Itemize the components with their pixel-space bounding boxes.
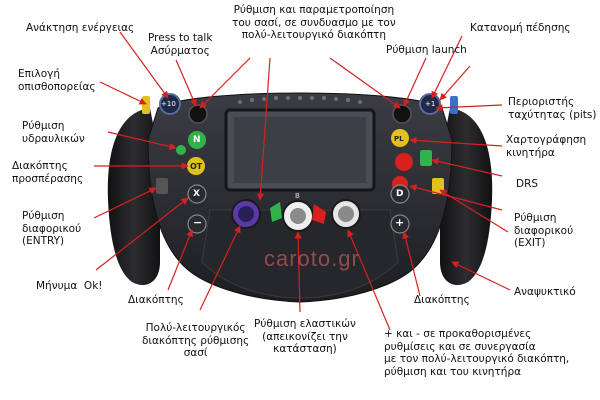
press-to-talk-button[interactable] xyxy=(188,104,208,124)
ot-glyph: OT xyxy=(190,162,203,171)
label-drs: DRS xyxy=(516,178,539,190)
label-diff-entry: Ρύθμιση διαφορικού (ENTRY) xyxy=(22,210,82,247)
right-grip xyxy=(440,108,493,286)
label-defogger: Αναψυκτικό xyxy=(514,286,576,298)
watermark: caroto.gr xyxy=(264,246,360,271)
label-plus-minus: + και - σε προκαθορισμένες ρυθμίσεις και… xyxy=(384,328,570,378)
launch-button[interactable] xyxy=(392,104,412,124)
label-pit-limiter: Περιοριστής ταχύτητας (pits) xyxy=(508,96,597,121)
green-segment xyxy=(270,202,282,222)
energy-recovery-knob[interactable] xyxy=(159,93,181,115)
label-overtake-switch: Διακόπτης προσπέρασης xyxy=(12,160,84,185)
pl-glyph: PL xyxy=(394,135,404,143)
pit-limiter-button[interactable] xyxy=(391,129,409,147)
hydraulics-button[interactable] xyxy=(176,145,186,155)
label-switch-left: Διακόπτης xyxy=(128,294,184,306)
diff-entry-rotary[interactable] xyxy=(156,178,168,194)
plus-button[interactable] xyxy=(390,214,410,234)
plus-glyph: + xyxy=(395,216,405,229)
label-press-to-talk: Press to talk Ασύρματος xyxy=(148,32,213,57)
left-grip xyxy=(107,108,160,286)
overtake-button[interactable] xyxy=(187,157,205,175)
label-multi-chassis: Πολύ-λειτουργικός διακόπτης ρύθμισης σασ… xyxy=(142,322,250,359)
minus-glyph: − xyxy=(193,216,203,229)
neutral-button[interactable] xyxy=(188,131,206,149)
d-glyph: D xyxy=(396,189,404,199)
label-diff-exit: Ρύθμιση διαφορικού (EXIT) xyxy=(514,212,574,249)
label-reset-elastics: Ρύθμιση ελαστικών (απεικονίζει την κατάσ… xyxy=(254,318,356,355)
label-chassis-setup: Ρύθμιση και παραμετροποίηση του σασί, σε… xyxy=(232,4,396,41)
engine-map-rotary[interactable] xyxy=(420,150,432,166)
right-thumb-wheel[interactable] xyxy=(450,96,458,114)
x-button[interactable] xyxy=(187,184,207,204)
label-reverse-select: Επιλογή οπισθοπορείας xyxy=(18,68,96,93)
label-hydraulics: Ρύθμιση υδραυλικών xyxy=(22,120,85,145)
label-message-ok: Μήνυμα Ok! xyxy=(36,280,103,292)
red-segment xyxy=(312,204,326,224)
x-glyph: X xyxy=(193,189,200,199)
shift-lights xyxy=(238,96,362,104)
brake-balance-knob[interactable] xyxy=(419,93,441,115)
d-button[interactable] xyxy=(390,184,410,204)
plus10-glyph: +10 xyxy=(161,100,176,108)
label-launch-setting: Ρύθμιση launch xyxy=(386,44,467,56)
plus1-glyph: +1 xyxy=(425,100,436,108)
left-thumb-wheel[interactable] xyxy=(142,96,150,114)
label-brake-balance: Κατανομή πέδησης xyxy=(470,22,571,34)
label-energy-recovery: Ανάκτηση ενέργειας xyxy=(26,22,135,34)
n-glyph: N xyxy=(193,135,201,145)
engine-map-button[interactable] xyxy=(395,153,413,171)
minus-button[interactable] xyxy=(187,214,207,234)
label-engine-mapping: Χαρτογράφηση κινητήρα xyxy=(506,134,587,159)
b-glyph: B xyxy=(295,192,300,200)
callout-arrows xyxy=(93,31,511,331)
label-switch-right: Διακόπτης xyxy=(414,294,470,306)
